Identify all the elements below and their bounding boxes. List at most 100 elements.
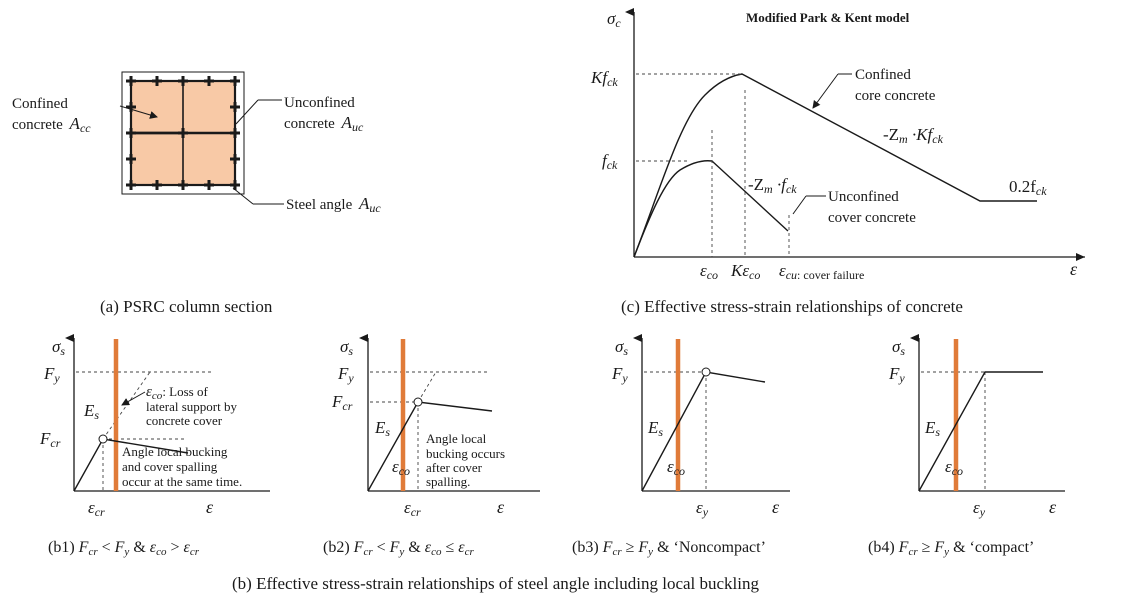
caption-b: (b) Effective stress-strain relationship… — [232, 574, 760, 593]
confined-curve — [633, 73, 1037, 258]
panel-b3: σs Fy Es εco εy ε (b3) Fcr ≥ Fy & ‘Nonco… — [572, 334, 790, 558]
steel-angle-marker — [155, 76, 159, 86]
b2-y-label: σs — [340, 337, 353, 358]
b2-x-label: ε — [497, 497, 505, 517]
c-slope-confined: -Zm ·Kfck — [883, 125, 944, 146]
b4-es: Es — [924, 418, 940, 439]
unconfined-label-line1: Unconfined — [284, 95, 355, 111]
b3-y-label: σs — [615, 337, 628, 358]
c-slope-unconfined: -Zm ·fck — [748, 175, 797, 196]
steel-angle-marker — [155, 180, 159, 190]
b1-note-b3: occur at the same time. — [122, 474, 242, 489]
b3-yield-point — [701, 367, 711, 377]
steel-angle-marker — [129, 76, 133, 86]
unconfined-leader-c — [792, 195, 807, 215]
b2-note-4: spalling. — [426, 474, 470, 489]
b2-es: Es — [374, 418, 390, 439]
caption-b4: (b4) Fcr ≥ Fy & ‘compact’ — [868, 539, 1034, 558]
b1-note-line2: lateral support by — [146, 399, 237, 414]
steel-angle-marker — [233, 76, 237, 86]
b1-fy: Fy — [43, 364, 60, 385]
unconfined-leader — [235, 99, 259, 125]
b1-note-line3: concrete cover — [146, 413, 223, 428]
steel-angle-marker — [233, 154, 237, 164]
b1-y-label: σs — [52, 337, 65, 358]
c-tick-keco: Kεco — [730, 261, 760, 282]
caption-c: (c) Effective stress-strain relationship… — [621, 297, 963, 316]
steel-angle-marker — [129, 180, 133, 190]
b4-fy: Fy — [888, 364, 905, 385]
c-chart-title: Modified Park & Kent model — [746, 10, 910, 25]
b1-note-b2: and cover spalling — [122, 459, 218, 474]
b4-x-label: ε — [1049, 497, 1057, 517]
steel-angle-marker — [207, 76, 211, 86]
panel-b4: σs Fy Es εco εy ε (b4) Fcr ≥ Fy & ‘compa… — [868, 334, 1065, 558]
c-confined-line2: core concrete — [855, 88, 936, 104]
steel-angle-marker — [233, 102, 237, 112]
b1-es: Es — [83, 401, 99, 422]
confined-label-line1: Confined — [12, 96, 68, 112]
b1-note-leader — [121, 391, 146, 406]
b1-elastic-ext — [102, 371, 151, 440]
b4-curve — [918, 371, 1043, 492]
steel-angle-markers — [126, 76, 240, 190]
b4-eco: εco — [945, 457, 963, 478]
b4-y-label: σs — [892, 337, 905, 358]
c-confined-line1: Confined — [855, 67, 911, 83]
b2-note-3: after cover — [426, 460, 483, 475]
panel-b1: σs Fy Fcr Es εco: Loss of lateral suppor… — [39, 334, 270, 558]
b1-x-tick: εcr — [88, 498, 105, 519]
caption-b3: (b3) Fcr ≥ Fy & ‘Noncompact’ — [572, 539, 766, 558]
steel-leader — [232, 187, 254, 205]
c-residual: 0.2fck — [1009, 177, 1047, 198]
b2-eco: εco — [392, 457, 410, 478]
steel-angle-marker — [181, 180, 185, 190]
confined-label-line2: concrete Acc — [12, 114, 91, 135]
b1-note-b1: Angle local bucking — [122, 444, 228, 459]
steel-angle-marker — [129, 102, 133, 112]
steel-angle-marker — [129, 128, 133, 138]
confined-leader — [119, 105, 158, 119]
b1-note-line1: εco: Loss of — [146, 384, 208, 402]
b2-note-2: bucking occurs — [426, 446, 505, 461]
c-y-axis-label: σc — [607, 9, 621, 30]
steel-angle-marker — [181, 128, 185, 138]
b1-fcr: Fcr — [39, 429, 61, 450]
c-fck-label: fck — [602, 151, 618, 172]
b1-x-label: ε — [206, 497, 214, 517]
unconfined-label-line2: concrete Auc — [284, 113, 364, 134]
b3-eco: εco — [667, 457, 685, 478]
b2-x-tick: εcr — [404, 498, 421, 519]
c-kfck-label: Kfck — [590, 68, 618, 89]
panel-a-section: Confined concrete Acc Unconfined concret… — [12, 71, 381, 316]
b2-buckling-point — [413, 397, 423, 407]
b1-buckling-point — [98, 434, 108, 444]
b2-fcr: Fcr — [331, 392, 353, 413]
c-unconfined-line2: cover concrete — [828, 210, 916, 226]
steel-angle-label: Steel angle Auc — [286, 194, 381, 215]
panel-c-concrete: σc ε Modified Park & Kent model Kfck fck… — [590, 8, 1085, 316]
c-tick-ecu: εcu: cover failure — [779, 261, 864, 282]
steel-angle-marker — [233, 180, 237, 190]
c-unconfined-line1: Unconfined — [828, 189, 899, 205]
b2-fy: Fy — [337, 364, 354, 385]
c-tick-eco: εco — [700, 261, 718, 282]
b2-note-1: Angle local — [426, 431, 487, 446]
steel-angle-marker — [129, 154, 133, 164]
steel-angle-marker — [233, 128, 237, 138]
b2-elastic-ext — [417, 371, 437, 403]
caption-a: (a) PSRC column section — [100, 297, 273, 316]
caption-b2: (b2) Fcr < Fy & εco ≤ εcr — [323, 539, 474, 558]
outer-cover-boundary — [121, 71, 245, 195]
steel-angle-marker — [207, 180, 211, 190]
caption-b1: (b1) Fcr < Fy & εco > εcr — [48, 539, 200, 558]
b3-x-tick: εy — [696, 498, 709, 519]
c-x-axis-label: ε — [1070, 259, 1078, 279]
b3-x-label: ε — [772, 497, 780, 517]
b3-es: Es — [647, 418, 663, 439]
confined-leader-c — [812, 73, 839, 109]
b4-x-tick: εy — [973, 498, 986, 519]
unconfined-curve — [633, 160, 789, 258]
panel-b2: σs Fy Fcr Es εco Angle local bucking occ… — [323, 334, 540, 558]
